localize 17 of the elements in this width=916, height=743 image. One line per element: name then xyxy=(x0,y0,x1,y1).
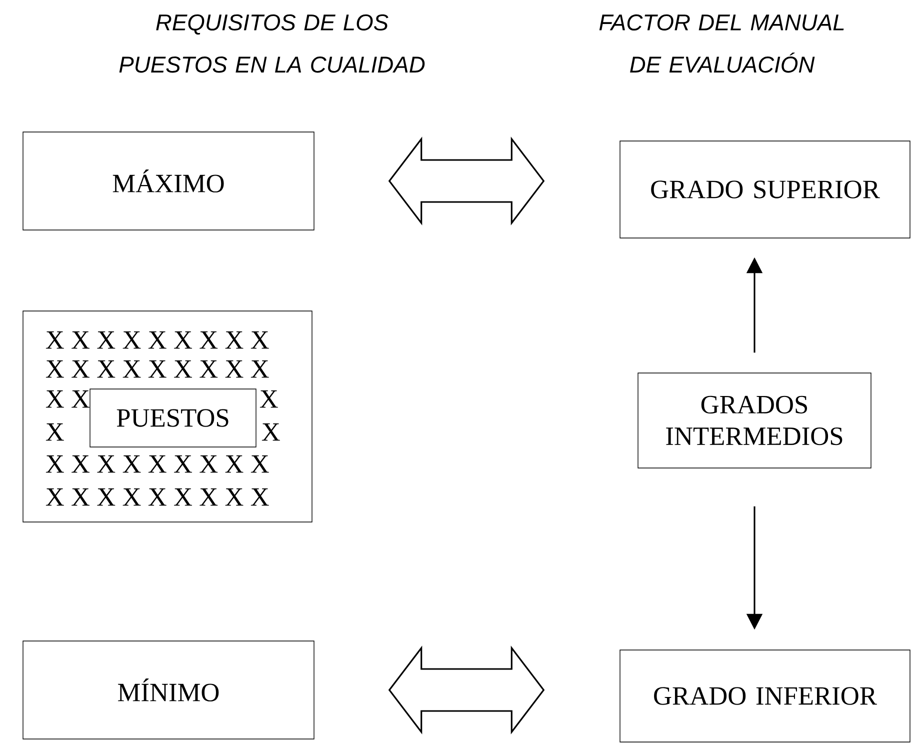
letter-row: X xyxy=(46,423,64,441)
text-box: GRADOS INTERMEDIOS xyxy=(638,372,872,468)
text-box: GRADO INFERIOR xyxy=(620,650,910,742)
grid-box xyxy=(22,310,312,522)
text-box: MÍNIMO xyxy=(22,640,314,740)
column-heading: REQUISITOS DE LOS PUESTOS EN LA CUALIDAD xyxy=(119,14,425,73)
letter-row: X X X X X X X X X xyxy=(46,331,269,349)
inner-box: PUESTOS xyxy=(90,388,256,448)
letter-row: X X X X X X X X X xyxy=(46,360,269,378)
letter-row: X xyxy=(260,390,278,408)
letter-row: X X X X X X X X X xyxy=(46,488,269,506)
letter-row: X xyxy=(262,423,280,441)
letter-row: X X X X X X X X X xyxy=(46,455,269,473)
column-heading: FACTOR DEL MANUAL DE EVALUACIÓN xyxy=(599,14,844,73)
text-box: MÁXIMO xyxy=(22,132,314,230)
letter-row: X X xyxy=(46,390,90,408)
text-box: GRADO SUPERIOR xyxy=(620,140,910,238)
